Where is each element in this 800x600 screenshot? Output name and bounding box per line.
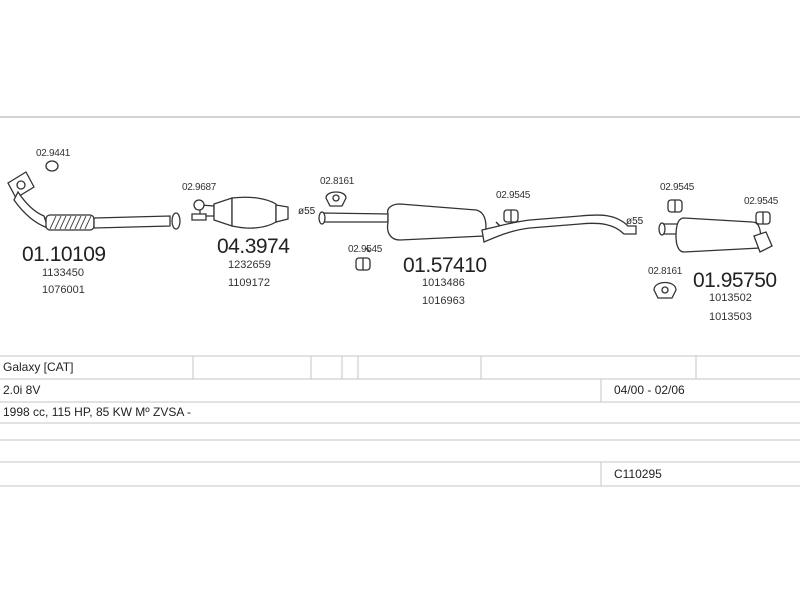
rear-inlet-end <box>658 222 666 236</box>
oe-reference: 1133450 <box>42 267 84 279</box>
vehicle-table-grid <box>0 355 800 487</box>
oe-reference: 1013502 <box>709 292 752 304</box>
flex-joint-hatch <box>49 215 92 230</box>
gasket-a1-label: 02.9441 <box>36 148 71 159</box>
mid-silencer-body <box>386 203 487 241</box>
oe-reference: 1013486 <box>422 277 465 289</box>
rubber-a4[interactable] <box>355 257 371 271</box>
rubber-a6-label: 02.9545 <box>660 182 695 193</box>
oe-reference: 1076001 <box>42 284 85 296</box>
middle-silencer[interactable] <box>318 203 637 243</box>
clamp-a2[interactable] <box>191 199 207 221</box>
rear-silencer-body <box>675 217 762 253</box>
tailpipe <box>753 231 773 253</box>
oe-reference: 1109172 <box>228 277 270 289</box>
part-number: 04.3974 <box>217 235 290 258</box>
part-number: 01.57410 <box>403 254 487 277</box>
cat-inlet-cone <box>213 197 233 227</box>
clip <box>495 221 501 227</box>
front-pipe-end <box>171 212 181 230</box>
rubber-a7[interactable] <box>755 211 771 225</box>
part-number: 01.10109 <box>22 243 106 266</box>
clamp-a2-label: 02.9687 <box>182 182 217 193</box>
hanger-a8-label: 02.8161 <box>648 266 683 277</box>
cat-body <box>231 196 277 229</box>
rear-silencer[interactable] <box>658 217 773 253</box>
rubber-a5[interactable] <box>503 209 519 223</box>
rubber-a6[interactable] <box>667 199 683 213</box>
rubber-a5-label: 02.9545 <box>496 190 531 201</box>
pipe-diameter-label: ø55 <box>298 206 316 217</box>
hanger-a8[interactable] <box>653 281 677 299</box>
catalytic-converter[interactable] <box>199 196 289 229</box>
rubber-a7-label: 02.9545 <box>744 196 779 207</box>
catalogue-code: C110295 <box>614 467 662 481</box>
front-pipe-straight <box>93 215 171 229</box>
rubber-a4-label: 02.9545 <box>348 244 383 255</box>
gasket-a1[interactable] <box>45 160 59 172</box>
hanger-a3-label: 02.8161 <box>320 176 355 187</box>
pipe-diameter-label: ø55 <box>626 216 644 227</box>
clip <box>365 247 371 253</box>
oe-reference: 1232659 <box>228 259 271 271</box>
part-number: 01.95750 <box>693 269 777 292</box>
engine-specs: 1998 cc, 115 HP, 85 KW Mº ZVSA - <box>3 405 191 419</box>
front-pipe-bend <box>13 190 50 230</box>
cat-outlet <box>275 204 289 223</box>
hanger-a3[interactable] <box>325 191 347 207</box>
oe-reference: 1016963 <box>422 295 465 307</box>
oe-reference: 1013503 <box>709 311 752 323</box>
engine-type: 2.0i 8V <box>3 383 40 397</box>
vehicle-model: Galaxy [CAT] <box>3 360 73 374</box>
front-pipe[interactable] <box>7 171 181 231</box>
production-years: 04/00 - 02/06 <box>614 383 685 397</box>
front-flange-hole <box>16 180 26 190</box>
mid-inlet-pipe <box>321 212 389 223</box>
mid-outlet-pipe <box>481 214 637 243</box>
mid-inlet-end <box>318 211 326 225</box>
